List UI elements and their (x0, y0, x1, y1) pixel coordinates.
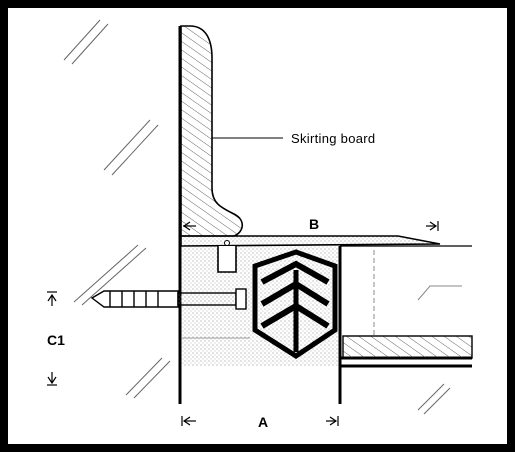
dimension-a-label: A (258, 414, 269, 430)
skirting-board (180, 25, 244, 237)
floor-tile (342, 335, 473, 359)
chevron-seal-icon (252, 249, 338, 359)
floor-substrate (338, 245, 472, 404)
dimension-b (182, 221, 439, 231)
wall-plug-icon (90, 288, 247, 310)
dimension-c1-label: C1 (47, 332, 65, 348)
fixing-clip (217, 246, 237, 273)
dimension-c1 (47, 291, 57, 386)
dimension-a (181, 416, 339, 426)
wall-glass-hatch (63, 19, 451, 415)
skirting-board-label: Skirting board (291, 131, 376, 146)
nosing-profile (180, 235, 441, 247)
dimension-b-label: B (309, 216, 320, 232)
